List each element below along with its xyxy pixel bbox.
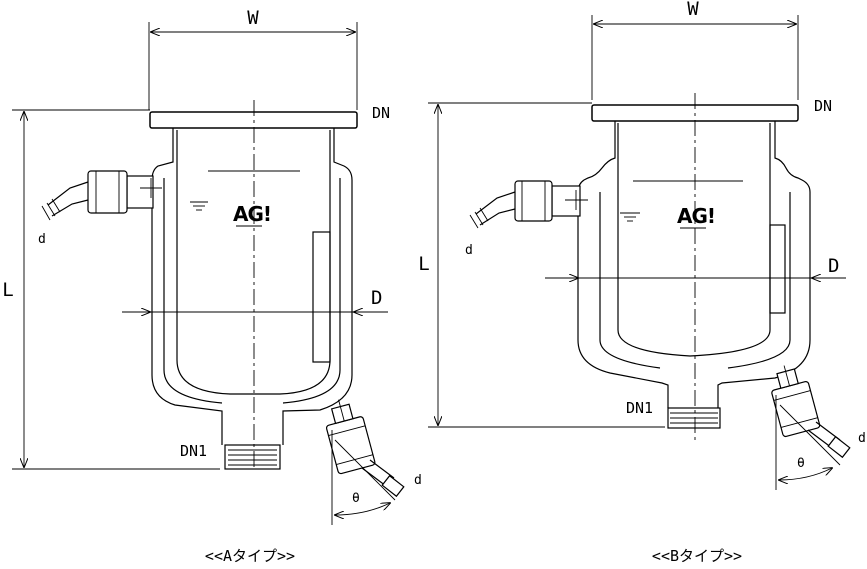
type-a-caption: <<Aタイプ>> (205, 547, 295, 565)
type-b-logo: AG! (677, 204, 715, 228)
type-a-angle-label: θ (352, 491, 360, 506)
type-b-angle-label: θ (797, 456, 805, 471)
type-a-logo: AG! (233, 202, 271, 226)
type-b-width-label: W (687, 0, 699, 20)
type-b-caption: <<Bタイプ>> (652, 547, 742, 565)
type-b-length-label: L (418, 253, 429, 275)
type-a-nozzle-label-2: d (414, 473, 422, 488)
type-a-vessel: W L DN D AG! (2, 7, 422, 565)
type-b-diameter-label: D (828, 255, 839, 277)
type-a-width-label: W (247, 7, 259, 29)
type-a-length-label: L (2, 279, 13, 301)
type-a-diameter-label: D (371, 287, 382, 309)
type-a-outlet-label: DN1 (180, 442, 207, 460)
type-b-nozzle-label-1: d (465, 243, 473, 258)
type-a-flange-label: DN (372, 104, 390, 122)
type-b-flange-label: DN (814, 97, 832, 115)
type-b-outlet-label: DN1 (626, 399, 653, 417)
type-b-nozzle-label-2: d (858, 431, 866, 446)
type-a-nozzle-label-1: d (38, 232, 46, 247)
type-b-vessel: W L DN D AG! (418, 0, 866, 565)
